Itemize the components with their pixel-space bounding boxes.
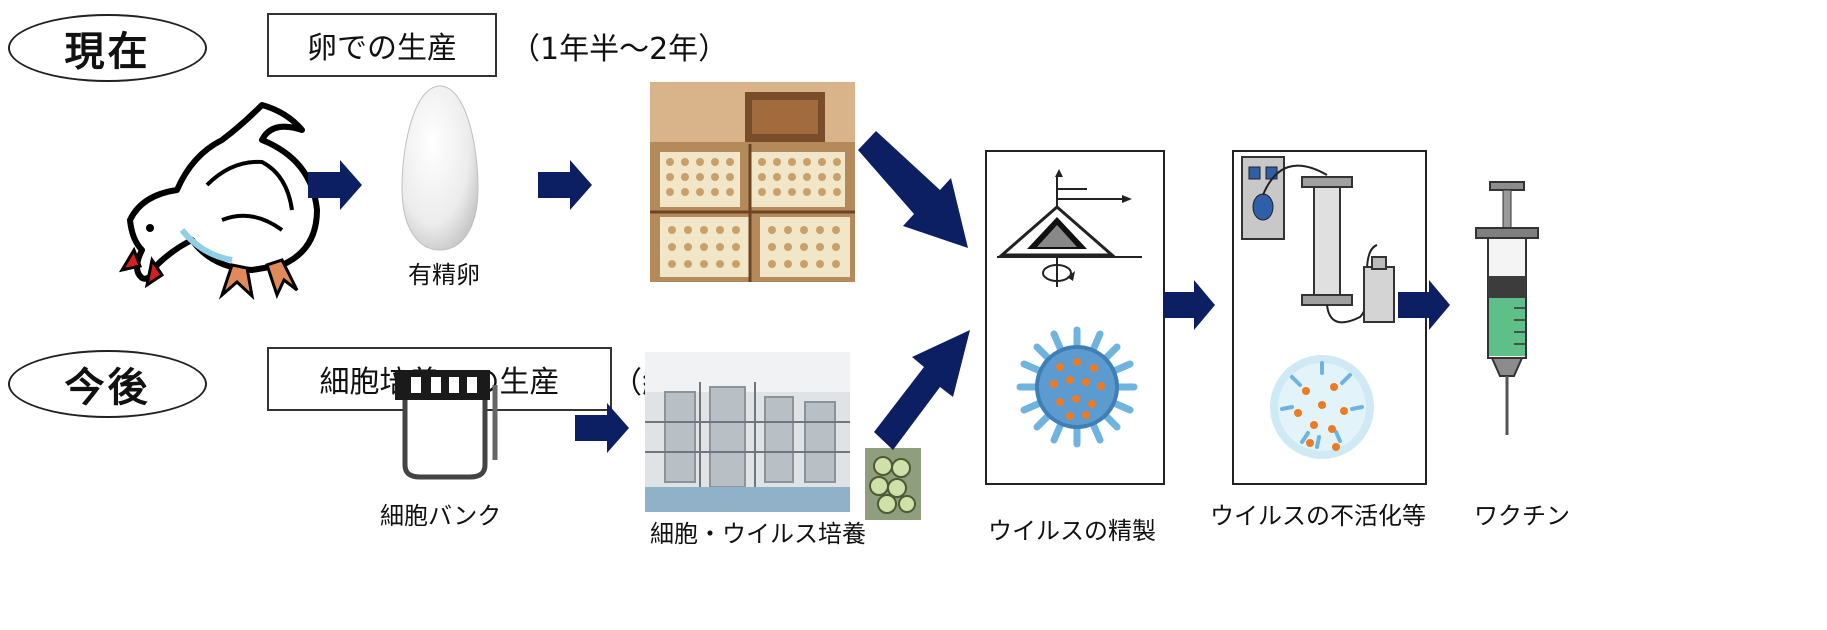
purification-caption: ウイルスの精製	[988, 517, 1156, 545]
inactivation-box	[1232, 150, 1427, 485]
egg-caption: 有精卵	[408, 261, 480, 289]
inactivated-virus-icon	[1270, 355, 1374, 459]
cell-bank-vial	[395, 370, 498, 480]
arrow-facility-to-purification	[874, 330, 970, 450]
current-badge: 現在	[8, 14, 207, 82]
arrow-bank-to-facility	[575, 403, 629, 453]
inactivation-caption: ウイルスの不活化等	[1210, 502, 1426, 530]
egg-incubator-photo	[650, 82, 855, 282]
cell-bank-caption: 細胞バンク	[380, 502, 502, 530]
cell-culture-facility-photo	[645, 352, 850, 512]
chromatography-apparatus-icon	[1241, 156, 1395, 324]
current-badge-text: 現在	[64, 29, 151, 75]
current-duration: （1年半～2年）	[510, 32, 729, 67]
arrow-chicken-to-egg	[308, 160, 362, 210]
current-method-text: 卵での生産	[307, 31, 457, 66]
current-method-box: 卵での生産	[267, 13, 497, 77]
arrow-inactivation-to-vaccine	[1398, 280, 1450, 330]
centrifuge-icon	[997, 169, 1142, 287]
cell-micrograph	[865, 448, 921, 520]
chicken-illustration	[118, 102, 320, 301]
arrow-purification-to-inactivation	[1163, 280, 1215, 330]
cell-culture-caption: 細胞・ウイルス培養	[650, 520, 866, 548]
arrow-egg-to-trays	[538, 160, 592, 210]
future-badge-text: 今後	[64, 365, 151, 411]
virus-icon	[1016, 326, 1138, 448]
future-badge: 今後	[8, 350, 207, 418]
vaccine-syringe	[1475, 181, 1539, 435]
egg-illustration	[401, 85, 479, 251]
arrow-trays-to-purification	[858, 131, 968, 248]
purification-box	[985, 150, 1165, 485]
vaccine-caption: ワクチン	[1474, 502, 1570, 530]
